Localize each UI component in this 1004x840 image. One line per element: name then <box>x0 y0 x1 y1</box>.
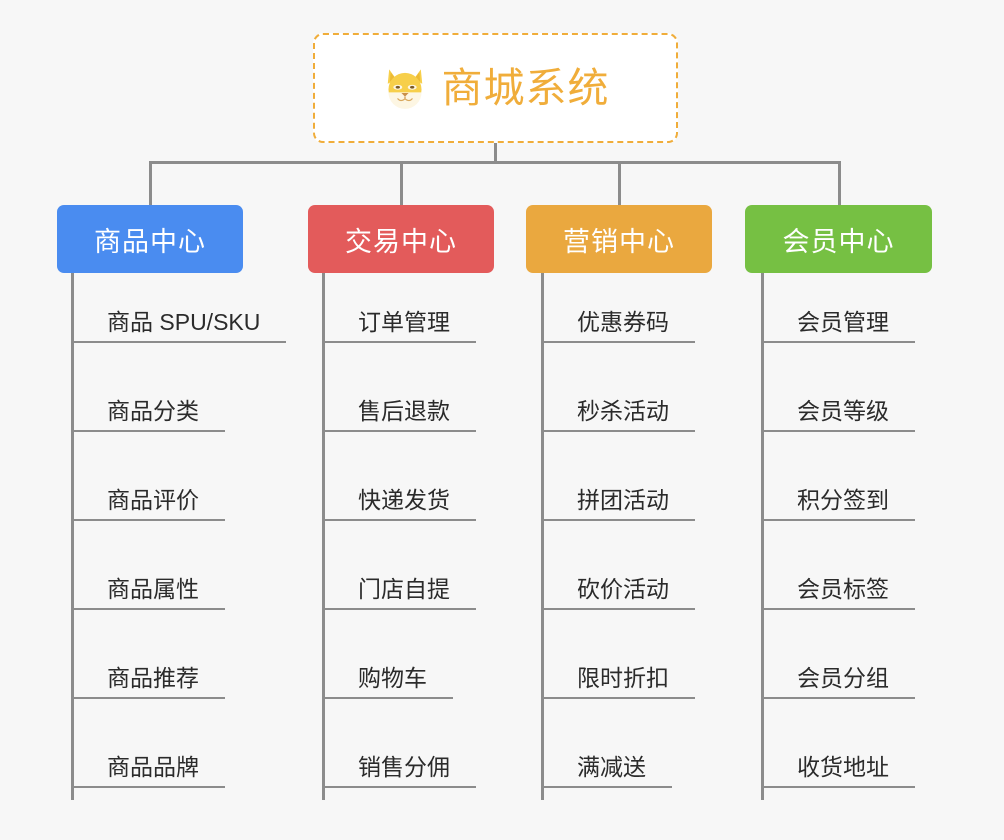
leaf-label: 商品品牌 <box>107 753 199 780</box>
leaf-label: 商品分类 <box>107 397 199 424</box>
category-box-product-center[interactable]: 商品中心 <box>57 205 243 273</box>
branch-member-center: 会员管理 会员等级 积分签到 会员标签 会员分组 收货地址 <box>761 273 981 813</box>
leaf-label: 商品属性 <box>107 575 199 602</box>
category-label-product-center: 商品中心 <box>94 226 206 257</box>
branch-product-center: 商品 SPU/SKU 商品分类 商品评价 商品属性 商品推荐 商品品牌 <box>71 273 331 813</box>
leaf-label: 门店自提 <box>358 575 450 602</box>
connector-horizontal-bus <box>149 161 841 164</box>
branch-spine-product-center <box>71 273 74 800</box>
leaf-label: 会员标签 <box>797 575 889 602</box>
leaf-item[interactable]: 订单管理 <box>322 287 476 343</box>
branch-spine-trade-center <box>322 273 325 800</box>
leaf-item[interactable]: 优惠券码 <box>541 287 695 343</box>
connector-drop-marketing-center <box>618 161 621 205</box>
leaf-label: 限时折扣 <box>577 664 669 691</box>
leaf-label: 商品推荐 <box>107 664 199 691</box>
category-box-trade-center[interactable]: 交易中心 <box>308 205 494 273</box>
category-box-marketing-center[interactable]: 营销中心 <box>526 205 712 273</box>
leaf-item[interactable]: 限时折扣 <box>541 643 695 699</box>
leaf-label: 商品 SPU/SKU <box>107 308 261 335</box>
leaf-item[interactable]: 门店自提 <box>322 554 476 610</box>
leaf-label: 销售分佣 <box>358 753 450 780</box>
leaf-label: 会员管理 <box>797 308 889 335</box>
leaf-label: 砍价活动 <box>577 575 669 602</box>
branch-spine-marketing-center <box>541 273 544 800</box>
leaf-item[interactable]: 商品 SPU/SKU <box>71 287 287 343</box>
leaf-label: 收货地址 <box>797 753 889 780</box>
leaf-label: 拼团活动 <box>577 486 669 513</box>
leaf-item[interactable]: 积分签到 <box>761 465 915 521</box>
leaf-item[interactable]: 商品品牌 <box>71 732 225 788</box>
leaf-label: 订单管理 <box>358 308 450 335</box>
leaf-label: 满减送 <box>577 753 646 780</box>
connector-drop-trade-center <box>400 161 403 205</box>
connector-root-stem <box>494 143 497 164</box>
root-node-shop-system[interactable]: 商城系统 <box>313 33 678 143</box>
category-box-member-center[interactable]: 会员中心 <box>745 205 932 273</box>
branch-trade-center: 订单管理 售后退款 快递发货 门店自提 购物车 销售分佣 <box>322 273 542 813</box>
root-title: 商城系统 <box>441 64 610 111</box>
category-label-trade-center: 交易中心 <box>345 226 457 257</box>
leaf-item[interactable]: 砍价活动 <box>541 554 695 610</box>
leaf-item[interactable]: 快递发货 <box>322 465 476 521</box>
branch-spine-member-center <box>761 273 764 800</box>
leaf-item[interactable]: 售后退款 <box>322 376 476 432</box>
leaf-item[interactable]: 拼团活动 <box>541 465 695 521</box>
leaf-label: 积分签到 <box>797 486 889 513</box>
leaf-item[interactable]: 会员标签 <box>761 554 915 610</box>
leaf-label: 购物车 <box>358 664 427 691</box>
leaf-item[interactable]: 商品分类 <box>71 376 225 432</box>
leaf-item[interactable]: 销售分佣 <box>322 732 476 788</box>
leaf-label: 商品评价 <box>107 486 199 513</box>
branch-marketing-center: 优惠券码 秒杀活动 拼团活动 砍价活动 限时折扣 满减送 <box>541 273 761 813</box>
leaf-item[interactable]: 商品评价 <box>71 465 225 521</box>
leaf-label: 售后退款 <box>358 397 450 424</box>
leaf-item[interactable]: 会员分组 <box>761 643 915 699</box>
category-label-marketing-center: 营销中心 <box>563 226 675 257</box>
leaf-item[interactable]: 会员管理 <box>761 287 915 343</box>
leaf-item[interactable]: 满减送 <box>541 732 672 788</box>
leaf-label: 快递发货 <box>358 486 450 513</box>
connector-drop-product-center <box>149 161 152 205</box>
leaf-label: 秒杀活动 <box>577 397 669 424</box>
leaf-item[interactable]: 商品推荐 <box>71 643 225 699</box>
leaf-item[interactable]: 会员等级 <box>761 376 915 432</box>
leaf-item[interactable]: 购物车 <box>322 643 453 699</box>
leaf-item[interactable]: 秒杀活动 <box>541 376 695 432</box>
leaf-label: 会员分组 <box>797 664 889 691</box>
category-label-member-center: 会员中心 <box>782 226 895 257</box>
shiba-dog-face-icon <box>387 69 422 109</box>
leaf-item[interactable]: 收货地址 <box>761 732 915 788</box>
leaf-label: 会员等级 <box>797 397 889 424</box>
leaf-item[interactable]: 商品属性 <box>71 554 225 610</box>
connector-drop-member-center <box>838 161 841 205</box>
leaf-label: 优惠券码 <box>577 308 669 335</box>
